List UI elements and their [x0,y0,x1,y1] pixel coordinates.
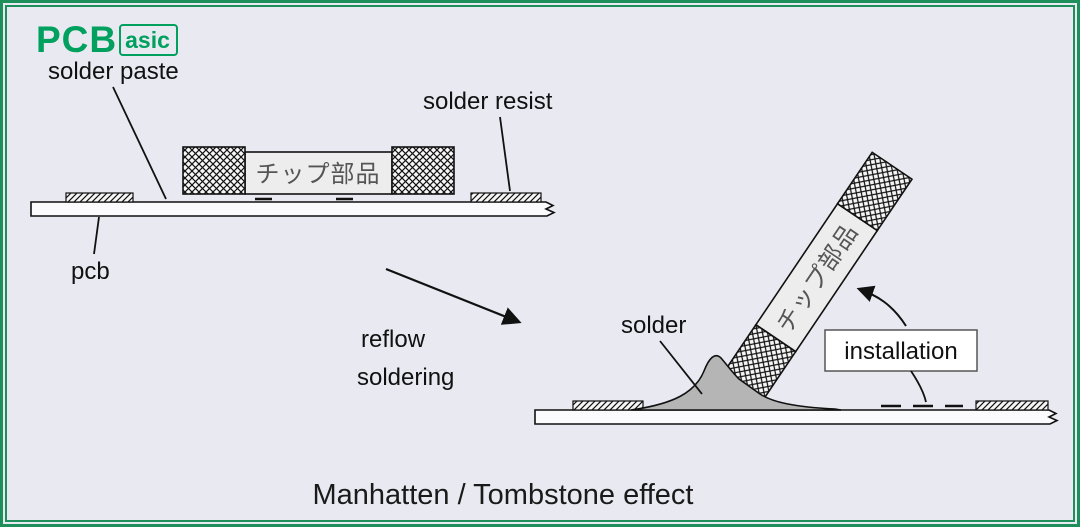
installation-box [824,329,978,372]
right-assembly: チップ部品 solder installation [534,151,1059,425]
installation-footprint-line [910,370,927,403]
solder-paste-label: solder paste [48,58,179,85]
solder-resist-leader-line [499,116,511,192]
chip-terminal-right [391,146,455,195]
solder-pad-right [470,192,542,203]
pcb-board-right [534,409,1059,425]
solder-resist-label: solder resist [423,88,553,115]
pcbasic-logo: PCB asic [36,21,178,58]
chip-body [244,151,393,195]
pcb-label: pcb [71,258,110,285]
solder-leader-line [659,340,703,395]
reflow-label-line1: reflow [361,326,426,353]
pcb-board-left [30,201,556,217]
solder-pad-left [65,192,134,203]
solder-label: solder [621,312,686,339]
pcb-leader-line [93,216,100,255]
tombstone-diagram: チップ部品 solder paste solder resist pcb ref… [30,58,1059,511]
logo-asic-text: asic [119,23,178,56]
chip-marking-text: チップ部品 [256,161,381,188]
solder-pad-left [572,400,644,411]
reflow-transition: reflow soldering [357,267,522,391]
reflow-label-line2: soldering [357,364,454,391]
logo-pcb-text: PCB [36,19,118,60]
reflow-arrow [385,267,522,325]
solder-fillet [630,354,842,411]
solder-paste-leader-line [112,86,167,200]
installation-label: installation [844,338,957,365]
installation-arrow [856,285,907,327]
chip-terminal-left [182,146,246,195]
solder-pad-right [975,400,1049,411]
diagram-caption: Manhatten / Tombstone effect [312,479,693,511]
left-assembly: チップ部品 solder paste solder resist pcb [30,58,556,285]
chip-terminal-top [836,151,914,232]
